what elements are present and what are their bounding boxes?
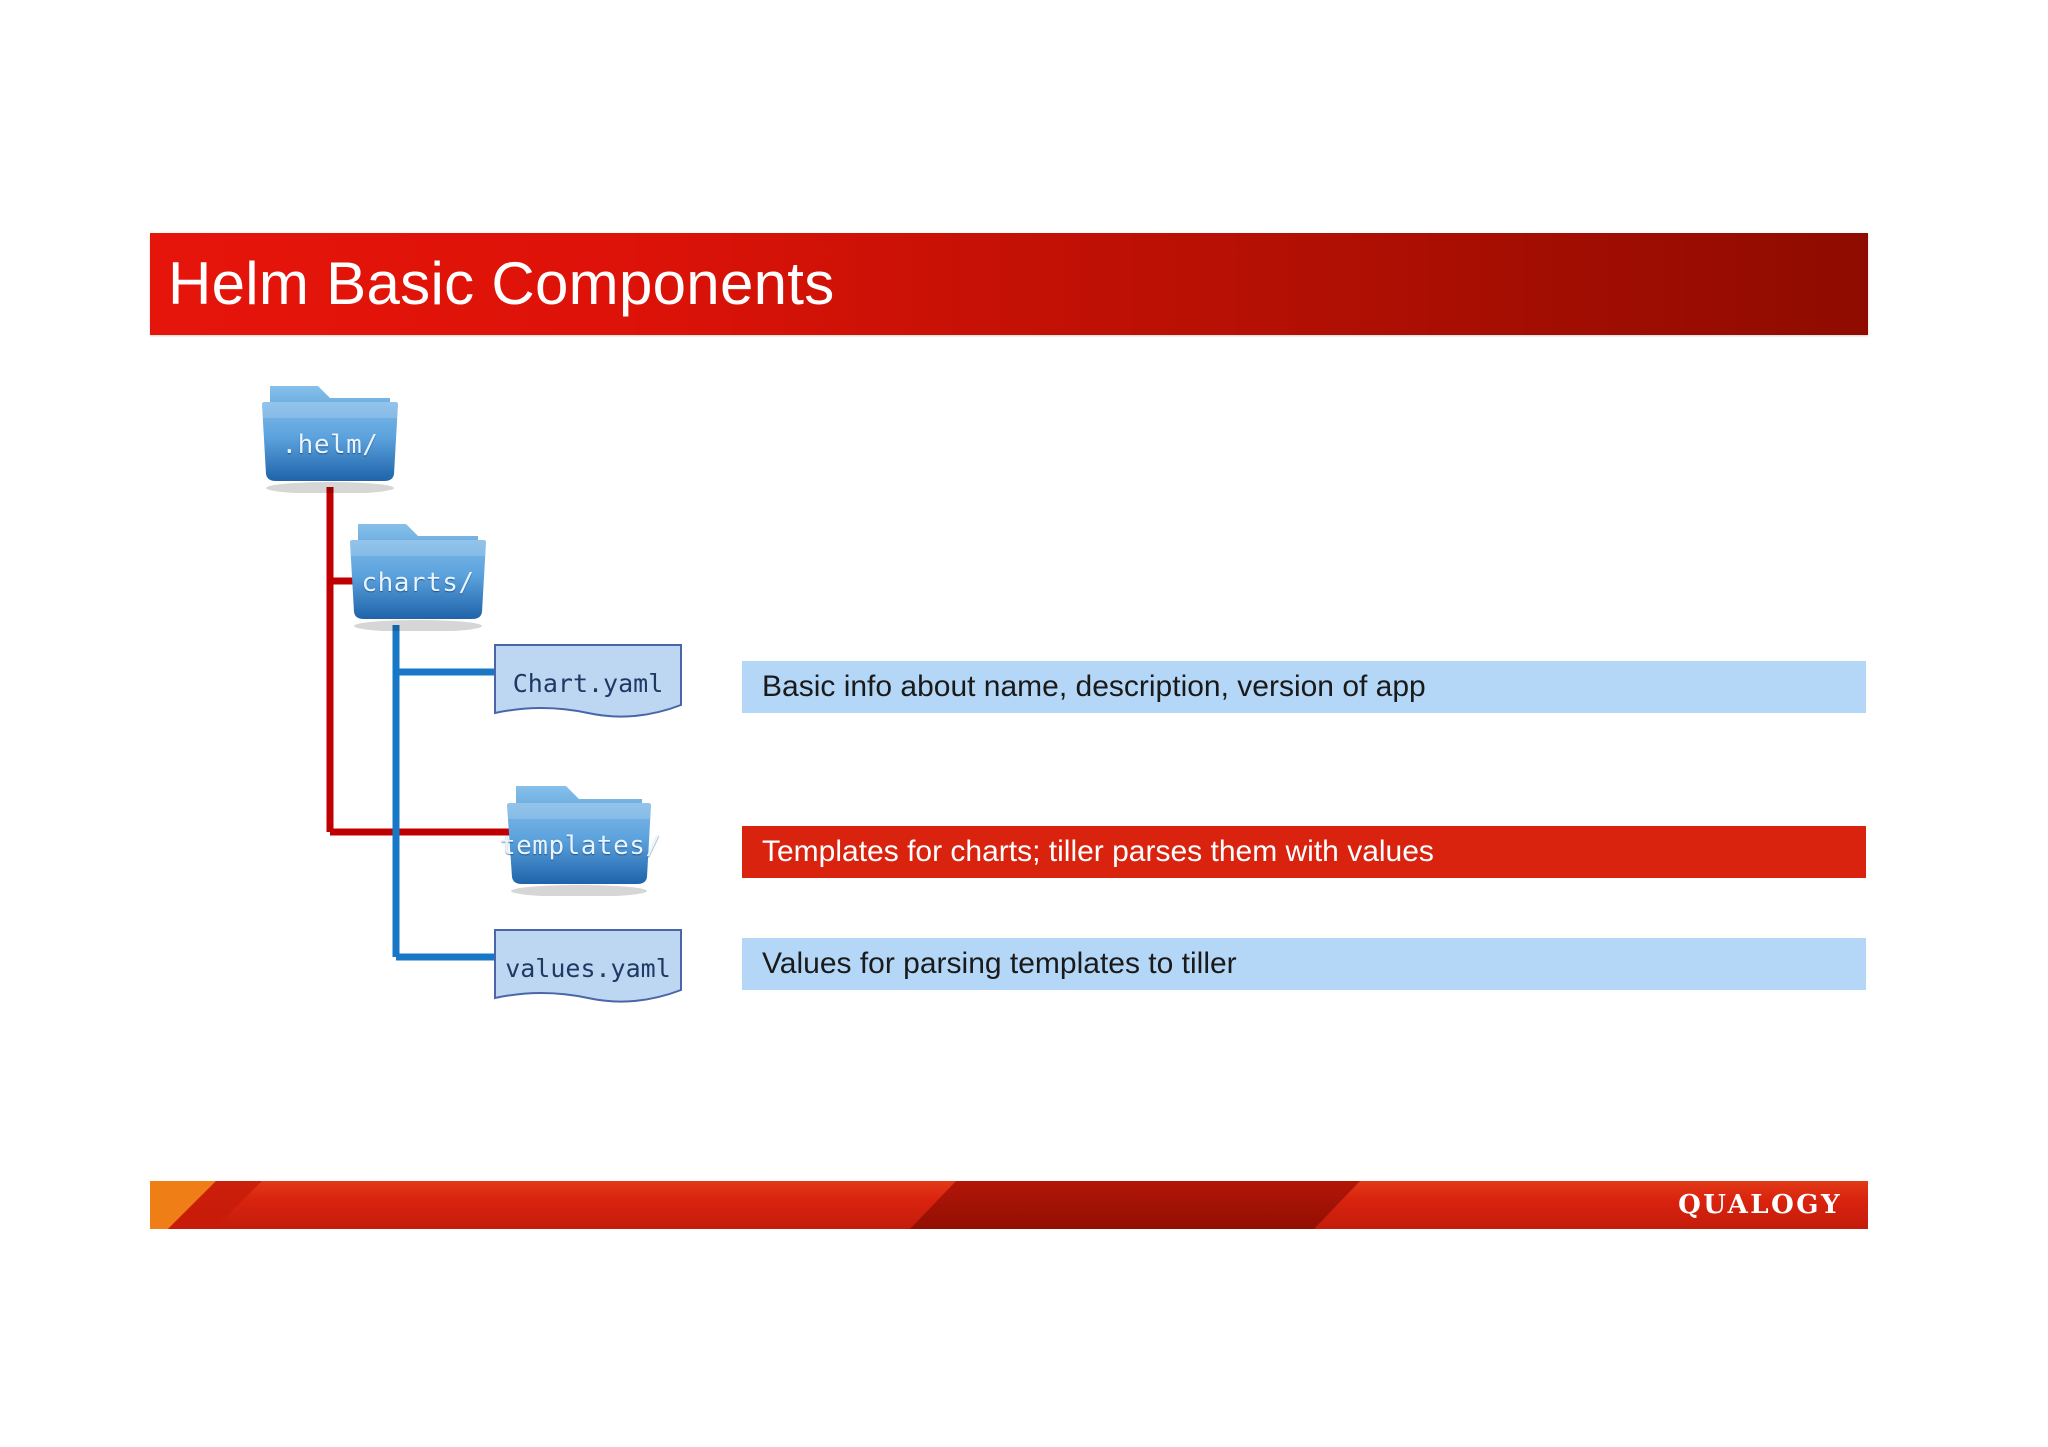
folder-templates[interactable]: templates/ (500, 778, 661, 896)
folder-front-face (507, 803, 651, 884)
page-title: Helm Basic Components (168, 250, 835, 317)
footer-banner: QUALOGY (150, 1181, 1868, 1229)
footer-orange-wedge (150, 1181, 216, 1229)
description-bar-values-yaml: Values for parsing templates to tiller (742, 938, 1866, 990)
folder-charts[interactable]: charts/ (344, 516, 492, 631)
description-text: Values for parsing templates to tiller (762, 947, 1237, 980)
connector-blue (392, 625, 500, 961)
description-text: Templates for charts; tiller parses them… (762, 835, 1434, 868)
footer-dark-parallelogram (910, 1181, 1360, 1229)
description-bar-templates: Templates for charts; tiller parses them… (742, 826, 1866, 878)
qualogy-logo: QUALOGY (1678, 1190, 1842, 1220)
folder-front-face (350, 540, 486, 619)
document-shape (494, 644, 682, 718)
footer-dark-wedge-left (168, 1181, 262, 1229)
document-values-yaml[interactable]: values.yaml (493, 928, 683, 1006)
folder-front-face (262, 402, 398, 481)
document-shape (494, 929, 682, 1003)
description-bar-chart-yaml: Basic info about name, description, vers… (742, 661, 1866, 713)
description-text: Basic info about name, description, vers… (762, 670, 1426, 703)
folder-helm[interactable]: .helm/ (256, 378, 404, 493)
document-chart-yaml[interactable]: Chart.yaml (493, 643, 683, 721)
title-banner: Helm Basic Components (150, 233, 1868, 335)
